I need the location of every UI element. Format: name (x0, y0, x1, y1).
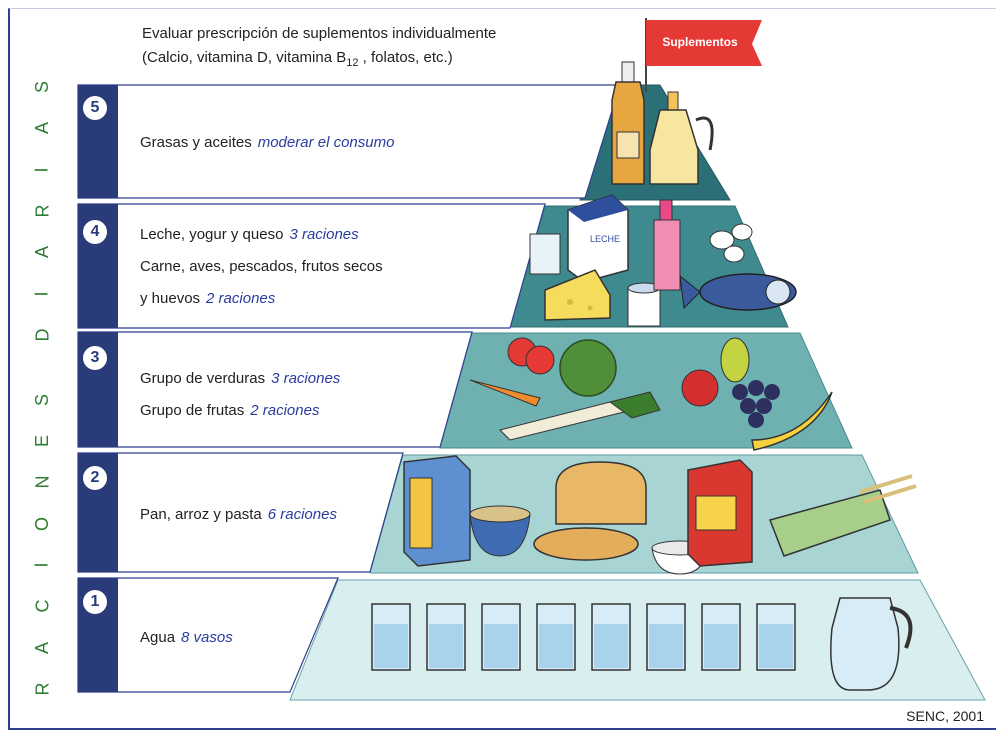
water-glass-icon (426, 603, 466, 671)
eggs-icon (709, 223, 753, 263)
svg-text:LECHE: LECHE (590, 234, 620, 244)
water-jug-icon (830, 597, 913, 691)
water-glasses-row (371, 603, 796, 671)
tomato-icon (507, 337, 555, 375)
vinegar-cruet-icon (649, 91, 714, 185)
water-glass-icon (701, 603, 741, 671)
tier-badge-4: 4 (83, 220, 107, 244)
carrot-icon (469, 379, 541, 407)
water-glass-icon (481, 603, 521, 671)
water-glass-icon (756, 603, 796, 671)
supplements-note: Evaluar prescripción de suplementos indi… (142, 22, 496, 75)
supplements-flag-label: Suplementos (662, 35, 738, 49)
tier-2-amount: 6 raciones (267, 506, 337, 523)
banana-icon (751, 391, 833, 451)
tier-badge-1: 1 (83, 590, 107, 614)
tier-4-amount-2: 2 raciones (206, 290, 276, 307)
source-credit: SENC, 2001 (906, 708, 984, 724)
tier-badge-2: 2 (83, 466, 107, 490)
milk-carton-icon: LECHE (567, 194, 629, 283)
cheese-icon (544, 269, 611, 321)
tier-panel-3 (77, 331, 473, 448)
fish-icon (679, 273, 797, 311)
leek-icon (499, 391, 661, 441)
tier-5-amount: moderar el consumo (257, 134, 395, 151)
cereal-bowl-icon (469, 505, 531, 557)
tier-4-amount-1: 3 raciones (289, 226, 359, 243)
pear-icon (720, 337, 750, 383)
glass-icon (529, 233, 561, 275)
tier-badge-3: 3 (83, 346, 107, 370)
spaghetti-icon (768, 474, 917, 557)
baguette-icon (533, 527, 639, 561)
yogurt-icon (627, 282, 661, 327)
water-glass-icon (646, 603, 686, 671)
tier-4-label-line2: Carne, aves, pescados, frutos secos (140, 258, 383, 275)
cereal-box-icon (403, 455, 471, 567)
water-glass-icon (591, 603, 631, 671)
outer-frame (8, 8, 996, 730)
tier-panel-4 (77, 203, 546, 329)
tier-3-amount-2: 2 raciones (250, 402, 320, 419)
water-glass-icon (371, 603, 411, 671)
tier-panel-5 (77, 84, 621, 199)
tier-badge-5: 5 (83, 96, 107, 120)
corn-flakes-box-icon (687, 459, 753, 567)
drink-bottle-icon (653, 199, 681, 291)
supplements-note-line1: Evaluar prescripción de suplementos indi… (142, 25, 497, 42)
bread-loaf-icon (555, 461, 647, 525)
supplements-note-line2: (Calcio, vitamina D, vitamina B12 , fola… (142, 49, 453, 69)
oil-bottle-icon (611, 61, 645, 185)
tier-1-amount: 8 vasos (181, 629, 233, 646)
water-glass-icon (536, 603, 576, 671)
grapes-icon (732, 380, 780, 428)
supplements-flag (645, 18, 762, 92)
apple-icon (681, 369, 719, 407)
tier-3-amount-1: 3 raciones (271, 370, 341, 387)
lettuce-icon (559, 339, 617, 397)
